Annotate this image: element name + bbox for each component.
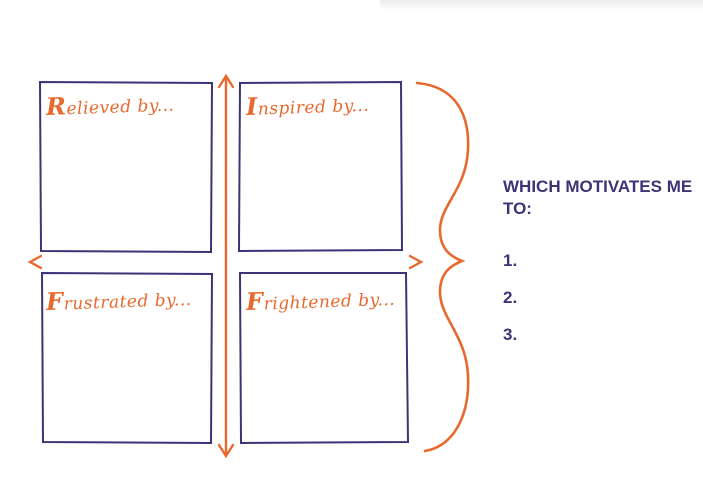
box-relieved: [38, 80, 214, 254]
top-edge-shadow: [380, 0, 703, 10]
label-frustrated-by: Frustrated by...: [45, 286, 192, 316]
list-item-2: 2.: [503, 288, 518, 307]
box-frightened: [238, 272, 410, 445]
label-relieved-by: Relieved by...: [45, 91, 175, 121]
label-inspired-by: Inspired by...: [245, 91, 370, 121]
list-item-1: 1.: [503, 251, 518, 270]
list-item-3: 3.: [503, 325, 518, 344]
label-frightened-by: Frightened by...: [245, 286, 396, 316]
box-inspired: [237, 80, 404, 253]
horizontal-axis-arrow: [27, 254, 424, 270]
vertical-axis-arrow: [217, 73, 235, 459]
motivates-heading: WHICH MOTIVATES ME TO:: [503, 177, 693, 218]
curly-brace: [415, 81, 470, 453]
box-frustrated: [40, 271, 214, 445]
